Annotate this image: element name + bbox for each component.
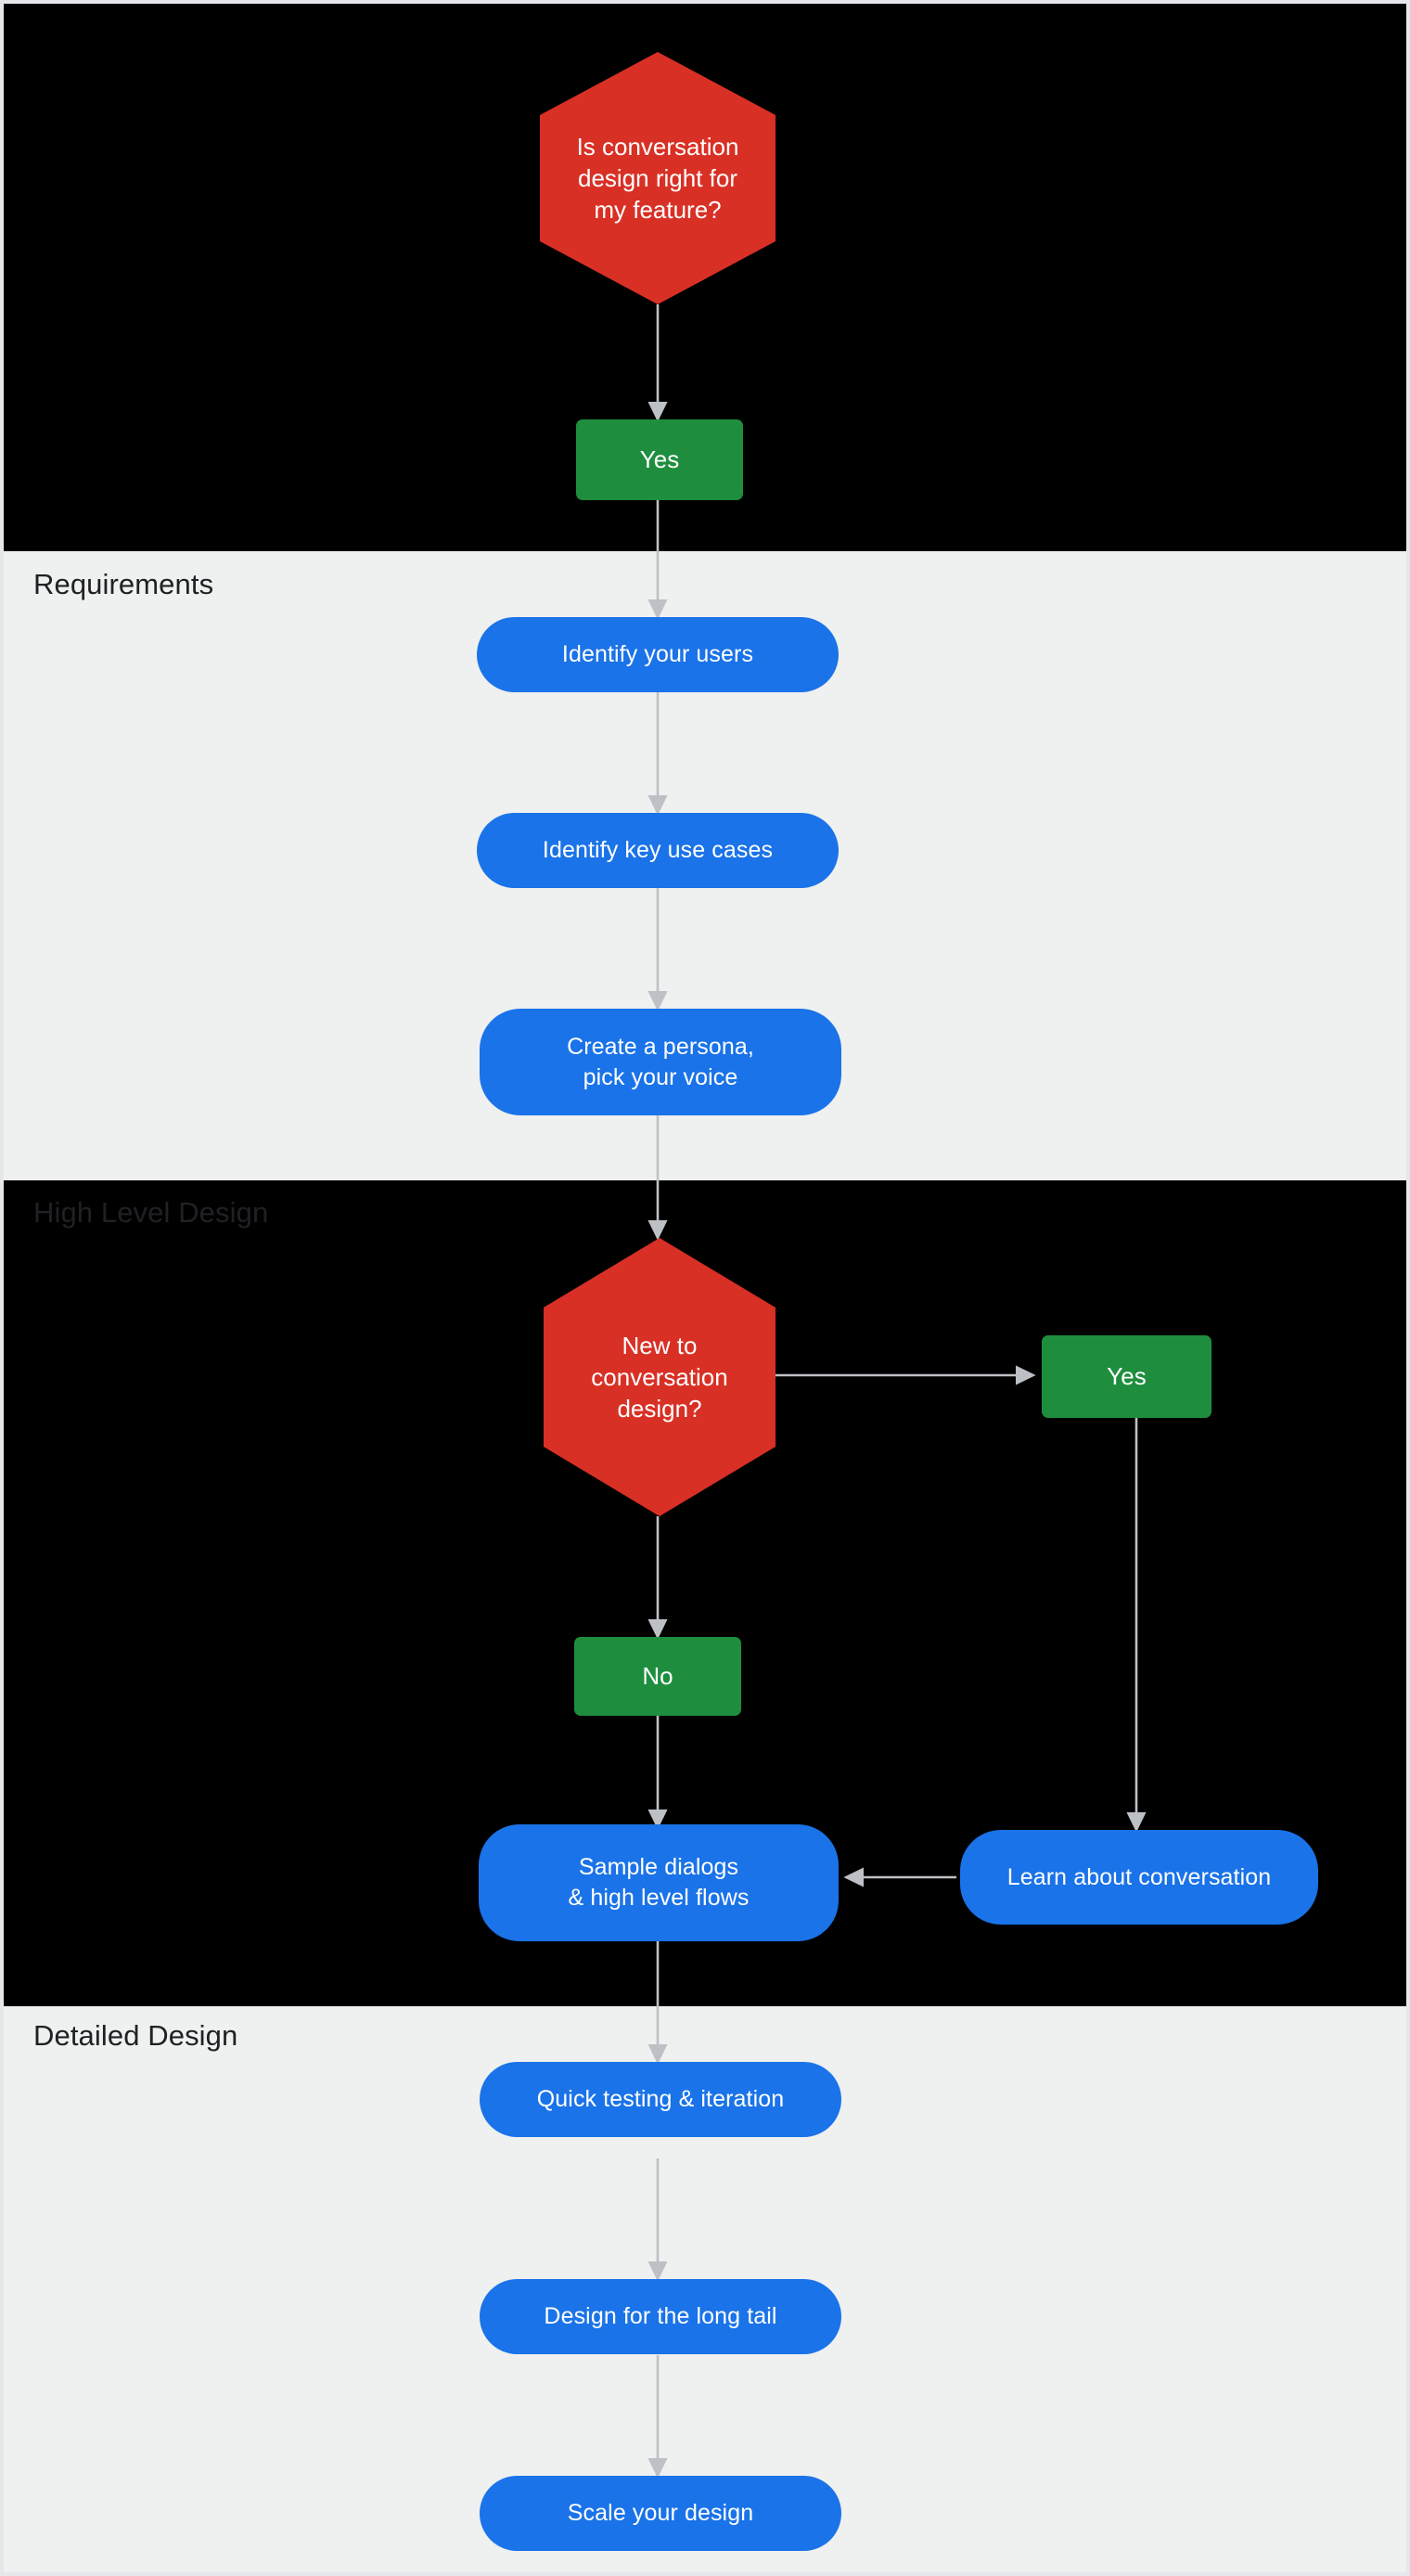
node-answer-no-mid[interactable]: No	[574, 1637, 741, 1716]
node-identify-users[interactable]: Identify your users	[477, 617, 839, 692]
node-learn-about-conversation[interactable]: Learn about conversation	[960, 1830, 1318, 1925]
node-label: Design for the long tail	[544, 2303, 777, 2329]
section-label-requirements: Requirements	[33, 568, 214, 600]
node-label: Is conversation design right for my feat…	[576, 132, 739, 225]
node-label: Learn about conversation	[1006, 1863, 1272, 1890]
node-quick-testing[interactable]: Quick testing & iteration	[480, 2062, 841, 2137]
node-identify-use-cases[interactable]: Identify key use cases	[477, 813, 839, 888]
node-answer-yes-mid[interactable]: Yes	[1042, 1335, 1211, 1418]
node-label: Identify your users	[561, 641, 754, 667]
node-label: Sample dialogs & high level flows	[568, 1854, 750, 1911]
node-decision-new-to-conversation-design[interactable]: New to conversation design?	[544, 1238, 776, 1516]
node-label: Quick testing & iteration	[536, 2086, 785, 2112]
node-design-long-tail[interactable]: Design for the long tail	[480, 2279, 841, 2354]
section-label-detailed-design: Detailed Design	[33, 2019, 238, 2052]
section-label-high-level-design: High Level Design	[33, 1196, 269, 1229]
node-label: Identify key use cases	[542, 837, 774, 863]
node-label: Yes	[1107, 1362, 1147, 1391]
node-label: Create a persona, pick your voice	[567, 1033, 754, 1090]
node-label: Yes	[639, 445, 680, 474]
node-scale-your-design[interactable]: Scale your design	[480, 2476, 841, 2551]
node-create-persona[interactable]: Create a persona, pick your voice	[480, 1009, 841, 1115]
node-answer-yes-top[interactable]: Yes	[576, 419, 743, 500]
node-label: Scale your design	[567, 2500, 754, 2526]
node-sample-dialogs[interactable]: Sample dialogs & high level flows	[479, 1824, 839, 1941]
node-label: New to conversation design?	[591, 1331, 728, 1423]
node-label: No	[642, 1662, 673, 1691]
